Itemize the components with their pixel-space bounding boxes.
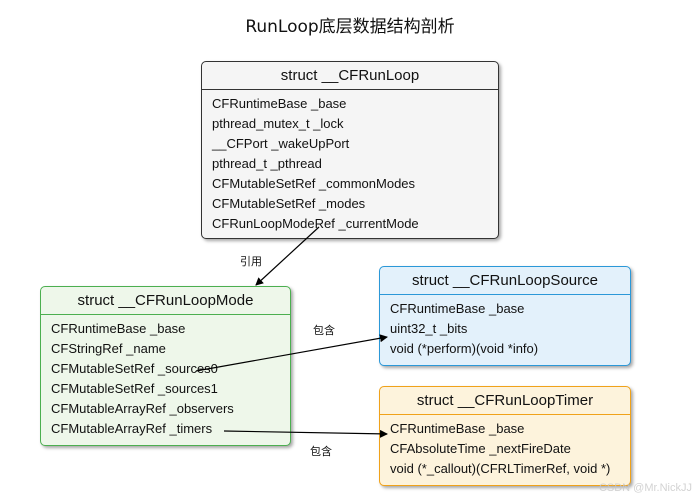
runloop-struct-box: struct __CFRunLoop CFRuntimeBase _base p… [201,61,499,239]
timer-field: void (*_callout)(CFRLTimerRef, void *) [390,461,611,476]
runloop-field: CFRuntimeBase _base [212,96,347,111]
runloop-source-struct-box: struct __CFRunLoopSource CFRuntimeBase _… [379,266,631,366]
runloop-field: pthread_mutex_t _lock [212,116,344,131]
mode-field: CFStringRef _name [51,341,166,356]
contains-source-label: 包含 [313,324,335,337]
watermark: CSDN @Mr.NickJJ [598,482,692,494]
reference-arrow [255,226,320,286]
runloop-field: __CFPort _wakeUpPort [212,136,350,151]
runloop-source-struct-header: struct __CFRunLoopSource [380,267,630,295]
reference-label: 引用 [240,255,262,268]
contains-timer-arrow [223,429,388,438]
timer-field: CFAbsoluteTime _nextFireDate [390,441,571,456]
runloop-timer-struct-box: struct __CFRunLoopTimer CFRuntimeBase _b… [379,386,631,486]
timer-field: CFRuntimeBase _base [390,421,525,436]
mode-field: CFRuntimeBase _base [51,321,186,336]
source-field: uint32_t _bits [390,321,468,336]
runloop-mode-struct-box: struct __CFRunLoopMode CFRuntimeBase _ba… [40,286,291,446]
runloop-timer-struct-header: struct __CFRunLoopTimer [380,387,630,415]
runloop-struct-header: struct __CFRunLoop [202,62,498,90]
diagram-title: RunLoop底层数据结构剖析 [245,17,455,37]
source-field: void (*perform)(void *info) [390,341,539,356]
runloop-field: CFRunLoopModeRef _currentMode [212,216,419,231]
mode-field: CFMutableArrayRef _observers [51,401,234,416]
contains-timer-label: 包含 [310,445,332,458]
runloop-field: CFMutableSetRef _commonModes [212,176,416,191]
contains-source-arrow [195,334,388,372]
runloop-mode-struct-header: struct __CFRunLoopMode [41,287,290,315]
runloop-field: CFMutableSetRef _modes [212,196,366,211]
mode-field: CFMutableArrayRef _timers [51,421,213,436]
mode-field: CFMutableSetRef _sources0 [51,361,218,376]
source-field: CFRuntimeBase _base [390,301,525,316]
mode-field: CFMutableSetRef _sources1 [51,381,218,396]
runloop-field: pthread_t _pthread [212,156,322,171]
